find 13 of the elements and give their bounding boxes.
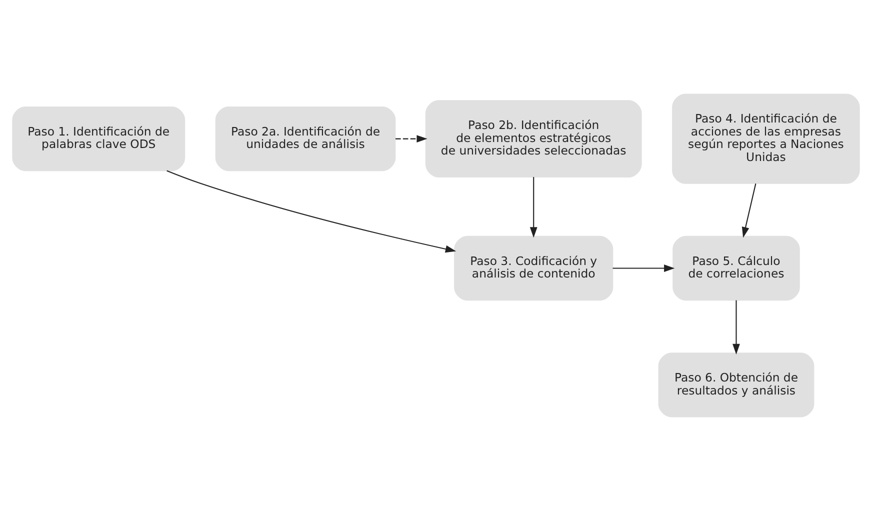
node-box: Paso 5. Cálculo de correlaciones	[672, 236, 800, 301]
node-box: Paso 6. Obtención de resultados y análisis	[658, 352, 814, 418]
arrow	[166, 170, 456, 253]
arrow	[732, 300, 740, 354]
node-box: Paso 4. Identificación de acciones de las empresas según reportes a Naciones Unidas	[672, 94, 860, 184]
node-box: Paso 2a. Identificación de unidades de análisis	[215, 106, 396, 172]
node-box: Paso 1. Identificación de palabras clave ODS	[12, 106, 186, 172]
arrow	[742, 184, 756, 238]
arrow	[612, 264, 675, 272]
node-box: Paso 3. Codificación y análisis de contenido	[454, 236, 614, 301]
arrow	[530, 177, 538, 238]
arrow	[396, 135, 428, 143]
node-box: Paso 2b. Identificación de elementos estratégicos de universidades seleccionadas	[425, 100, 642, 178]
